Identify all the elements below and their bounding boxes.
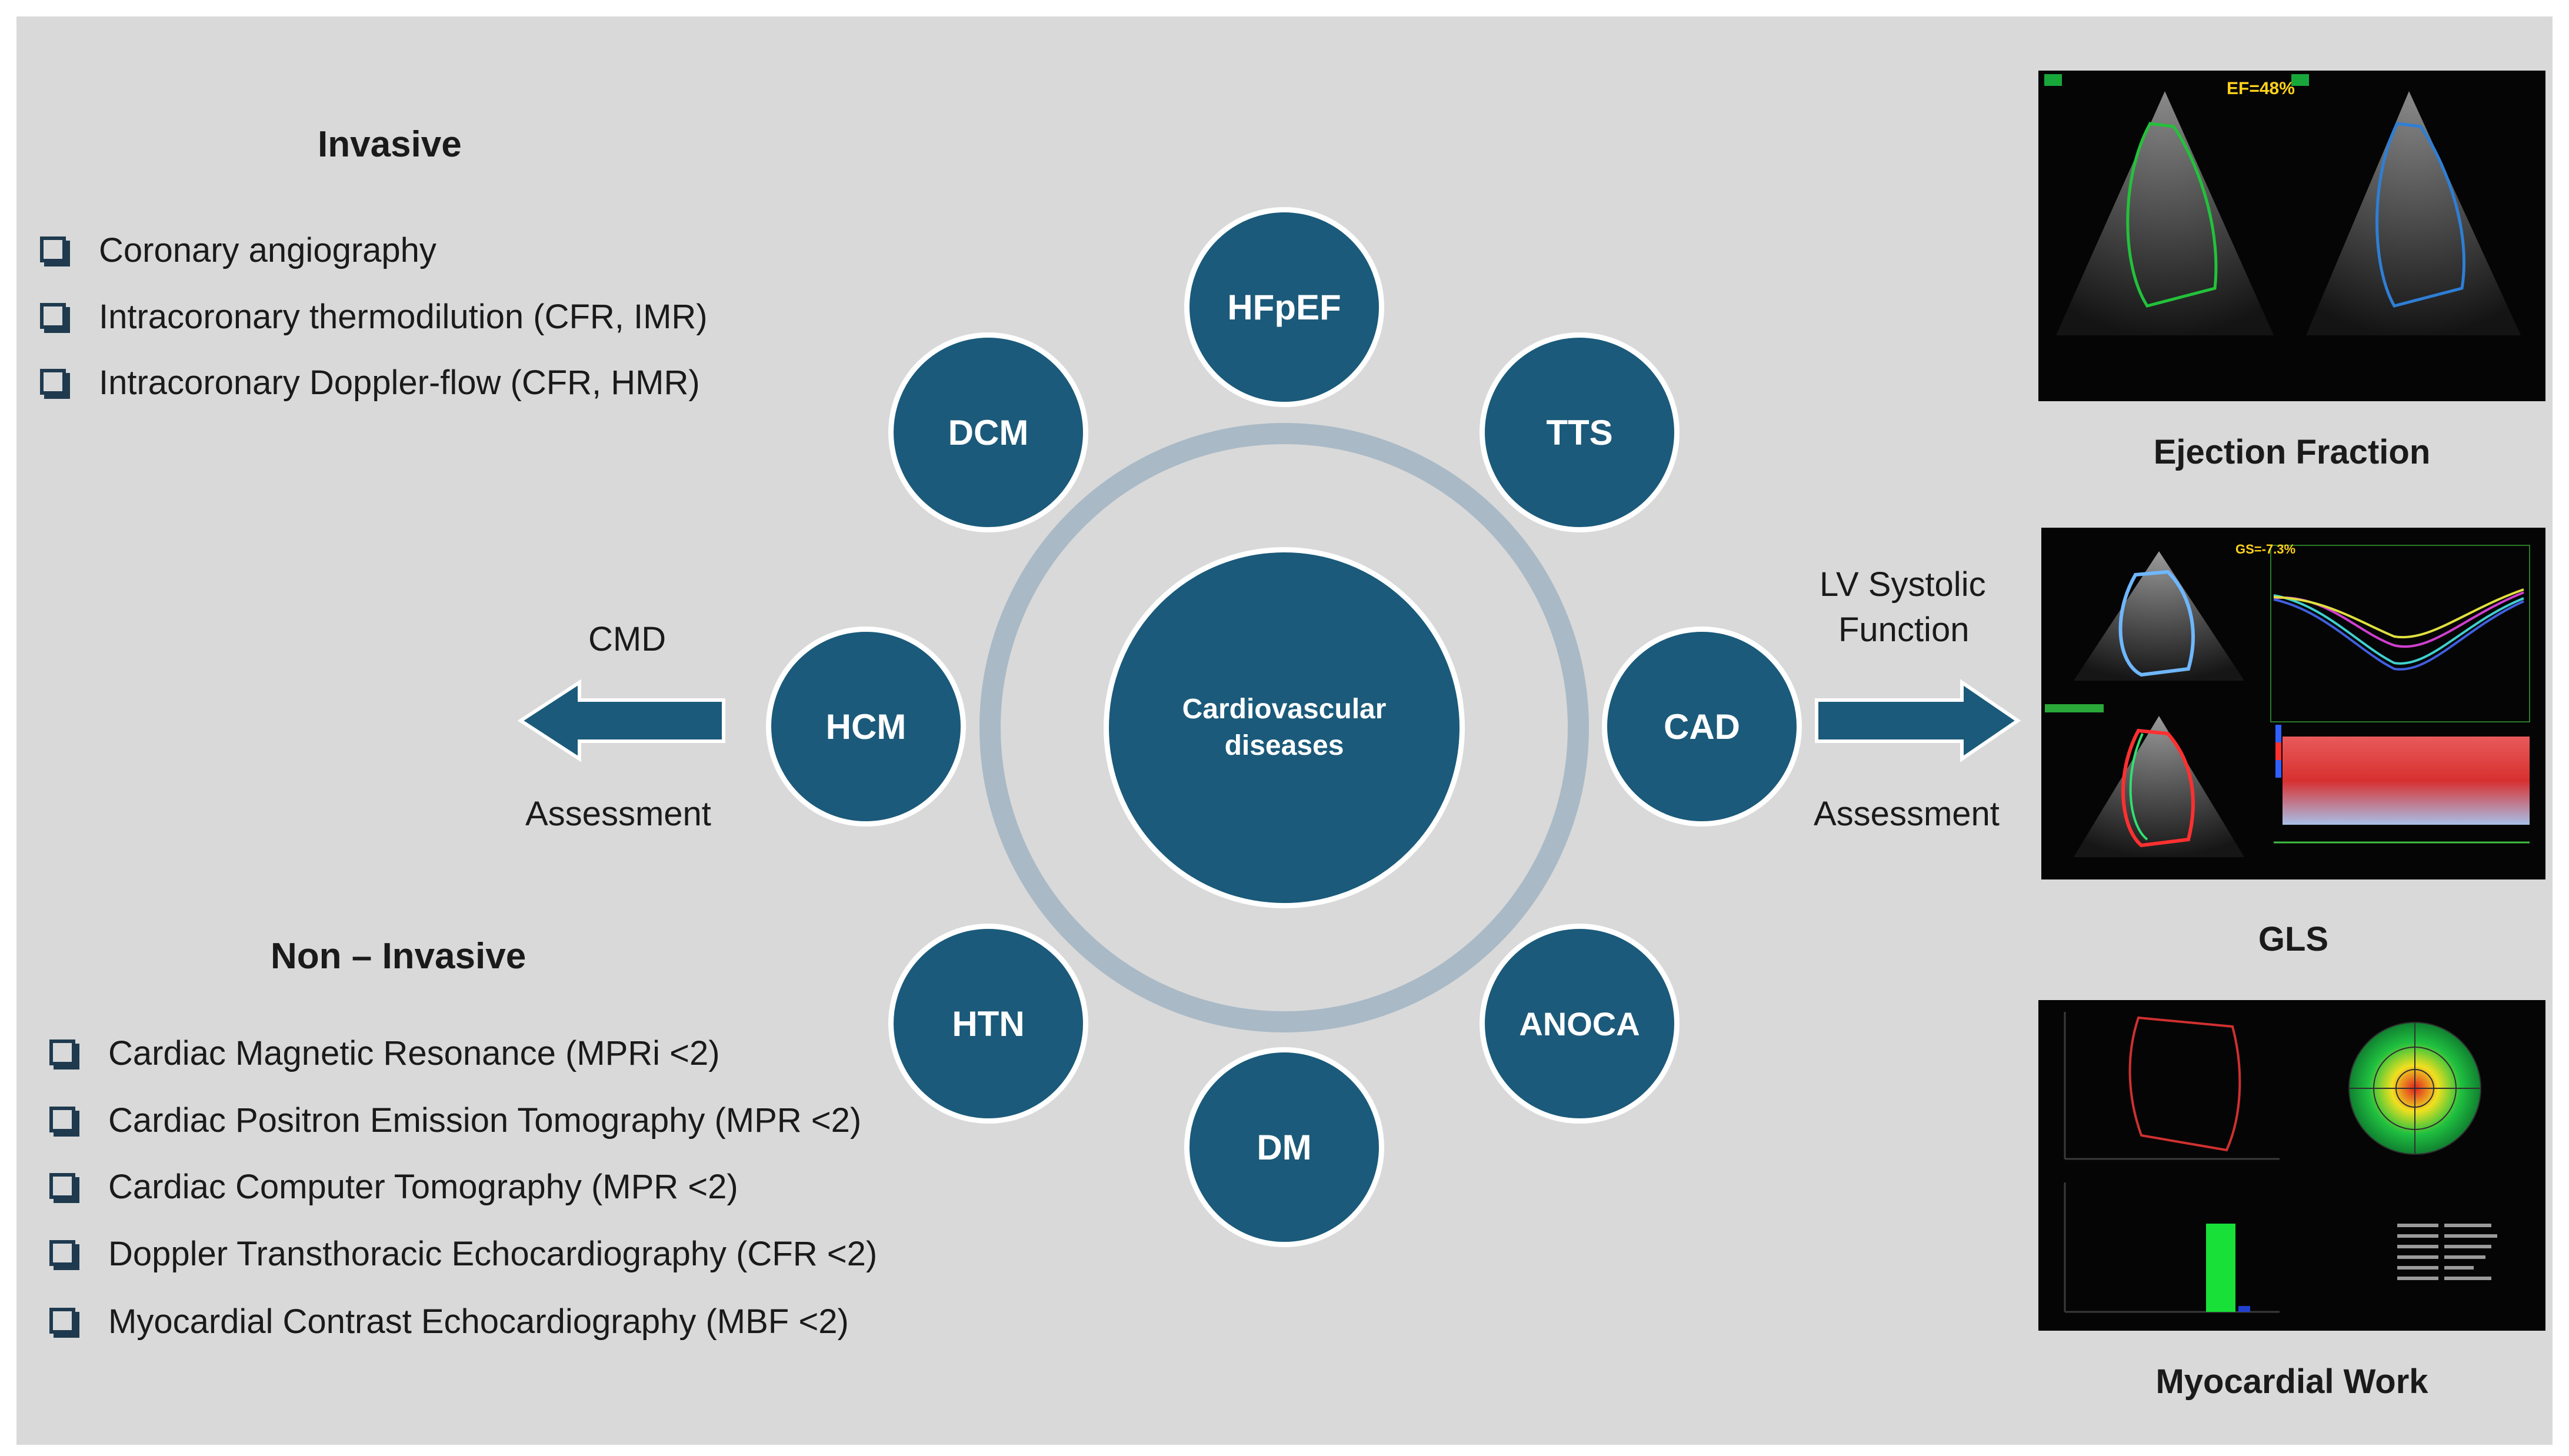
invasive-item: Coronary angiography	[40, 231, 437, 270]
checkbox-icon	[40, 302, 66, 329]
invasive-item-label: Coronary angiography	[99, 231, 437, 269]
non-invasive-item: Myocardial Contrast Echocardiography (MB…	[49, 1302, 849, 1341]
node-cad: CAD	[1602, 627, 1802, 827]
center-label-line1: Cardiovascular	[1182, 693, 1387, 725]
left-arrow-bottom-label: Assessment	[525, 795, 711, 833]
non-invasive-item-label: Cardiac Magnetic Resonance (MPRi <2)	[108, 1034, 720, 1072]
invasive-item-label: Intracoronary thermodilution (CFR, IMR)	[99, 298, 708, 336]
node-htn: HTN	[888, 924, 1088, 1124]
invasive-item: Intracoronary Doppler-flow (CFR, HMR)	[40, 363, 700, 402]
right-arrow-top-label-1: LV Systolic	[1820, 565, 1986, 604]
checkbox-icon	[40, 368, 66, 395]
node-anoca: ANOCA	[1480, 924, 1680, 1124]
non-invasive-item: Cardiac Magnetic Resonance (MPRi <2)	[49, 1034, 720, 1073]
non-invasive-item: Cardiac Computer Tomography (MPR <2)	[49, 1167, 738, 1207]
right-arrow-top-label-2: Function	[1838, 611, 1970, 649]
strain-curves-icon: GS=-7.3%	[2045, 542, 2530, 857]
non-invasive-item-label: Doppler Transthoracic Echocardiography (…	[108, 1235, 878, 1273]
echo-apical-views-icon: EF=48%	[2044, 74, 2521, 335]
myocardial-work-icon	[2064, 1012, 2497, 1313]
left-arrow-top-label: CMD	[588, 620, 667, 658]
node-hcm: HCM	[766, 627, 966, 827]
non-invasive-item-label: Myocardial Contrast Echocardiography (MB…	[108, 1302, 849, 1341]
node-tts: TTS	[1480, 332, 1680, 532]
node-dcm: DCM	[888, 332, 1088, 532]
non-invasive-heading: Non – Invasive	[271, 936, 527, 977]
invasive-item-label: Intracoronary Doppler-flow (CFR, HMR)	[99, 364, 700, 402]
node-dm: DM	[1184, 1047, 1384, 1247]
non-invasive-item: Doppler Transthoracic Echocardiography (…	[49, 1234, 877, 1274]
left-arrow-icon	[517, 679, 725, 762]
myocardial-work-title: Myocardial Work	[2155, 1362, 2428, 1401]
gls-title: GLS	[2258, 920, 2329, 958]
gls-overlay-label: GS=-7.3%	[2235, 542, 2295, 557]
ejection-fraction-image: EF=48%	[2038, 71, 2545, 401]
ejection-fraction-title: Ejection Fraction	[2153, 433, 2431, 471]
non-invasive-item-label: Cardiac Positron Emission Tomography (MP…	[108, 1101, 862, 1140]
node-hfpef: HFpEF	[1184, 207, 1384, 407]
checkbox-icon	[49, 1307, 75, 1334]
right-arrow-icon	[1815, 679, 2021, 762]
gls-image: GS=-7.3%	[2041, 528, 2545, 879]
checkbox-icon	[49, 1240, 75, 1266]
invasive-item: Intracoronary thermodilution (CFR, IMR)	[40, 297, 708, 336]
center-circle: Cardiovascular diseases	[1104, 547, 1465, 908]
center-label-line2: diseases	[1224, 730, 1344, 761]
right-arrow-bottom-label: Assessment	[1814, 795, 2000, 833]
checkbox-icon	[49, 1172, 75, 1199]
checkbox-icon	[49, 1106, 75, 1132]
checkbox-icon	[40, 236, 66, 262]
checkbox-icon	[49, 1039, 75, 1065]
myocardial-work-image	[2038, 1000, 2545, 1331]
invasive-heading: Invasive	[318, 124, 462, 165]
non-invasive-item-label: Cardiac Computer Tomography (MPR <2)	[108, 1168, 738, 1206]
non-invasive-item: Cardiac Positron Emission Tomography (MP…	[49, 1101, 861, 1140]
ef-overlay-label: EF=48%	[2227, 79, 2295, 98]
